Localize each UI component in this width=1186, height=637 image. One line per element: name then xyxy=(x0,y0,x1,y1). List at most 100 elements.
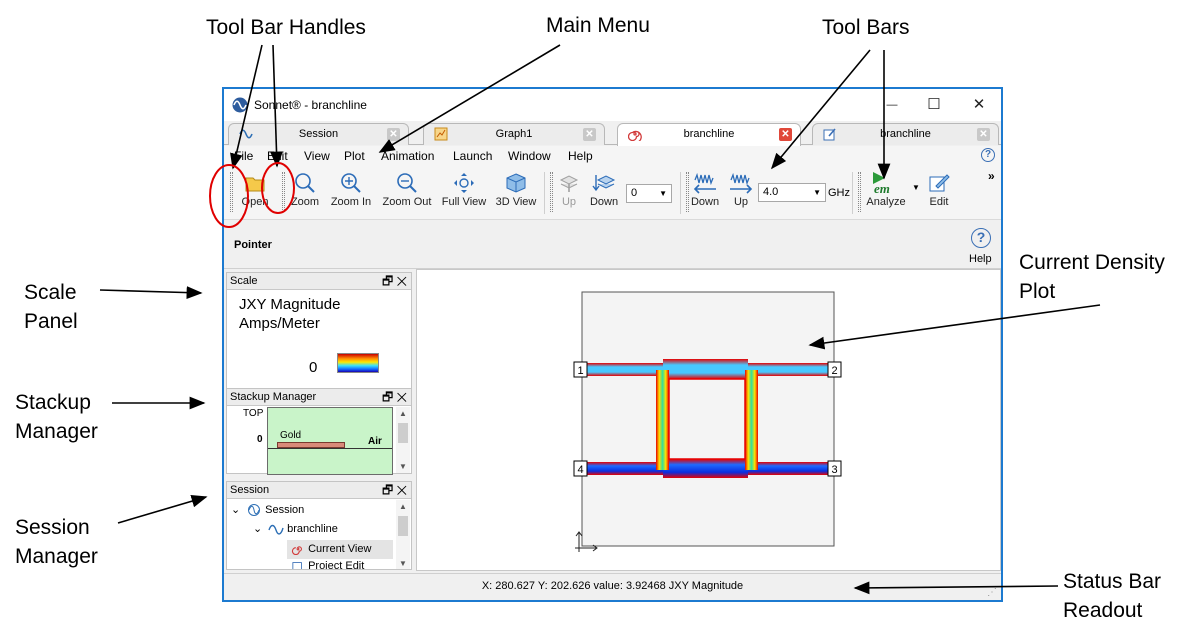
3d-view-button[interactable]: 3D View xyxy=(494,172,538,208)
metal-label: Gold xyxy=(280,430,302,441)
toolbar-handle[interactable] xyxy=(858,172,861,212)
scale-units: Amps/Meter xyxy=(239,315,320,332)
zoom-in-button[interactable]: Zoom In xyxy=(328,172,374,208)
zoom-out-button[interactable]: Zoom Out xyxy=(380,172,434,208)
spiral-icon xyxy=(628,130,642,141)
menu-launch[interactable]: Launch xyxy=(453,149,493,163)
level-up-button[interactable]: Up xyxy=(556,172,582,208)
float-panel-icon[interactable]: 🗗 xyxy=(382,274,394,288)
wave-left-arrow-icon xyxy=(693,172,716,194)
tab-session[interactable]: Session ✕ xyxy=(228,123,409,145)
magnifier-icon xyxy=(295,173,315,193)
port-1[interactable]: 1 xyxy=(573,361,588,378)
callout-main-menu: Main Menu xyxy=(546,14,650,37)
float-panel-icon[interactable]: 🗗 xyxy=(382,483,394,497)
main-menu: File Edit View Plot Animation Launch Win… xyxy=(224,146,1001,166)
help-question-icon[interactable]: ? xyxy=(981,148,995,162)
zoom-button[interactable]: Zoom xyxy=(288,172,322,208)
maximize-button[interactable]: ☐ xyxy=(927,96,941,113)
port-label: 3 xyxy=(831,464,837,476)
toolbar-overflow-icon[interactable]: » xyxy=(988,169,995,183)
session-tree-item[interactable]: ⌄ Session xyxy=(231,504,305,517)
tab-close-icon[interactable]: ✕ xyxy=(779,128,792,141)
gold-metal-strip xyxy=(277,442,345,448)
chevron-down-icon[interactable]: ⌄ xyxy=(253,523,263,535)
menu-view[interactable]: View xyxy=(304,149,330,163)
float-panel-icon[interactable]: 🗗 xyxy=(382,390,394,404)
scale-min-value: 0 xyxy=(309,359,318,376)
tab-branchline-editor[interactable]: branchline ✕ xyxy=(812,123,999,145)
status-readout: X: 280.627 Y: 202.626 value: 3.92468 JXY… xyxy=(481,580,744,592)
tab-branchline-current[interactable]: branchline ✕ xyxy=(617,123,801,146)
session-wave-icon xyxy=(248,504,261,517)
current-density-plot[interactable]: 1 2 3 4 xyxy=(417,270,1002,572)
session-panel-header: Session 🗗 ✕ xyxy=(227,482,411,499)
callout-current-density-plot: Current Density Plot xyxy=(1019,251,1165,303)
port-label: 1 xyxy=(577,365,583,377)
close-panel-icon[interactable]: ✕ xyxy=(396,483,407,497)
scroll-up-icon[interactable]: ▲ xyxy=(399,409,407,418)
spiral-icon xyxy=(291,546,302,556)
toolbar-handle[interactable] xyxy=(686,172,689,212)
tab-close-icon[interactable]: ✕ xyxy=(387,128,400,141)
stackup-scrollbar[interactable]: ▲ ▼ xyxy=(396,407,410,473)
project-edit-tree-item[interactable]: Project Edit xyxy=(291,560,364,569)
help-label[interactable]: Help xyxy=(969,253,992,265)
scroll-thumb[interactable] xyxy=(398,423,408,443)
port-2[interactable]: 2 xyxy=(827,361,842,378)
menu-window[interactable]: Window xyxy=(508,149,551,163)
menu-animation[interactable]: Animation xyxy=(381,149,435,163)
bottom-quarter-wave-section xyxy=(663,459,748,478)
layers-down-icon xyxy=(592,175,616,192)
full-view-button[interactable]: Full View xyxy=(440,172,488,208)
port-3[interactable]: 3 xyxy=(827,460,842,477)
close-panel-icon[interactable]: ✕ xyxy=(396,390,407,404)
close-panel-icon[interactable]: ✕ xyxy=(396,274,407,288)
close-window-button[interactable]: ✕ xyxy=(972,96,986,113)
zoom-out-icon xyxy=(397,173,417,193)
current-view-tree-item[interactable]: Current View xyxy=(287,540,393,559)
tab-label: branchline xyxy=(880,128,931,140)
frequency-unit-label: GHz xyxy=(828,187,850,199)
menu-edit[interactable]: Edit xyxy=(267,149,288,163)
tab-graph1[interactable]: Graph1 ✕ xyxy=(423,123,605,145)
frequency-select[interactable]: 4.0 ▼ xyxy=(758,183,826,202)
tab-close-icon[interactable]: ✕ xyxy=(583,128,596,141)
color-scale-bar xyxy=(337,353,379,373)
port-4[interactable]: 4 xyxy=(573,460,588,477)
level-select[interactable]: 0 ▼ xyxy=(626,184,672,203)
stackup-panel-header: Stackup Manager 🗗 ✕ xyxy=(227,389,411,406)
help-question-icon[interactable]: ? xyxy=(971,228,991,248)
zoom-in-icon xyxy=(341,173,361,193)
level-down-button[interactable]: Down xyxy=(588,172,620,208)
toolbar-handle[interactable] xyxy=(230,172,233,212)
edit-button[interactable]: Edit xyxy=(924,172,954,208)
scroll-down-icon[interactable]: ▼ xyxy=(399,462,407,471)
full-view-icon xyxy=(454,173,474,193)
analyze-dropdown-arrow-icon[interactable]: ▼ xyxy=(912,183,920,192)
menu-help[interactable]: Help xyxy=(568,149,593,163)
scroll-down-icon[interactable]: ▼ xyxy=(399,559,407,568)
open-button[interactable]: Open xyxy=(238,172,272,208)
current-density-plot-area[interactable]: 1 2 3 4 xyxy=(416,269,1001,571)
menu-plot[interactable]: Plot xyxy=(344,149,365,163)
open-folder-icon xyxy=(245,177,265,192)
edit-pencil-icon xyxy=(929,174,950,192)
document-tab-bar: Session ✕ Graph1 ✕ branchline ✕ branchli… xyxy=(224,121,1001,146)
frequency-down-button[interactable]: Down xyxy=(690,172,720,208)
resize-grip-icon[interactable]: ⋰ xyxy=(987,587,997,598)
session-scrollbar[interactable]: ▲ ▼ xyxy=(396,500,410,569)
toolbar-handle[interactable] xyxy=(282,172,285,212)
toolbar-handle[interactable] xyxy=(550,172,553,212)
project-tree-item[interactable]: ⌄ branchline xyxy=(253,523,338,535)
minimize-button[interactable]: — xyxy=(886,99,898,111)
frequency-up-button[interactable]: Up xyxy=(728,172,754,208)
menu-file[interactable]: File xyxy=(234,149,254,163)
dropdown-arrow-icon: ▼ xyxy=(659,189,667,198)
tab-close-icon[interactable]: ✕ xyxy=(977,128,990,141)
scroll-thumb[interactable] xyxy=(398,516,408,536)
chevron-down-icon[interactable]: ⌄ xyxy=(231,504,241,516)
scroll-up-icon[interactable]: ▲ xyxy=(399,502,407,511)
arrow-session xyxy=(117,494,208,524)
analyze-button[interactable]: em Analyze xyxy=(864,172,908,208)
